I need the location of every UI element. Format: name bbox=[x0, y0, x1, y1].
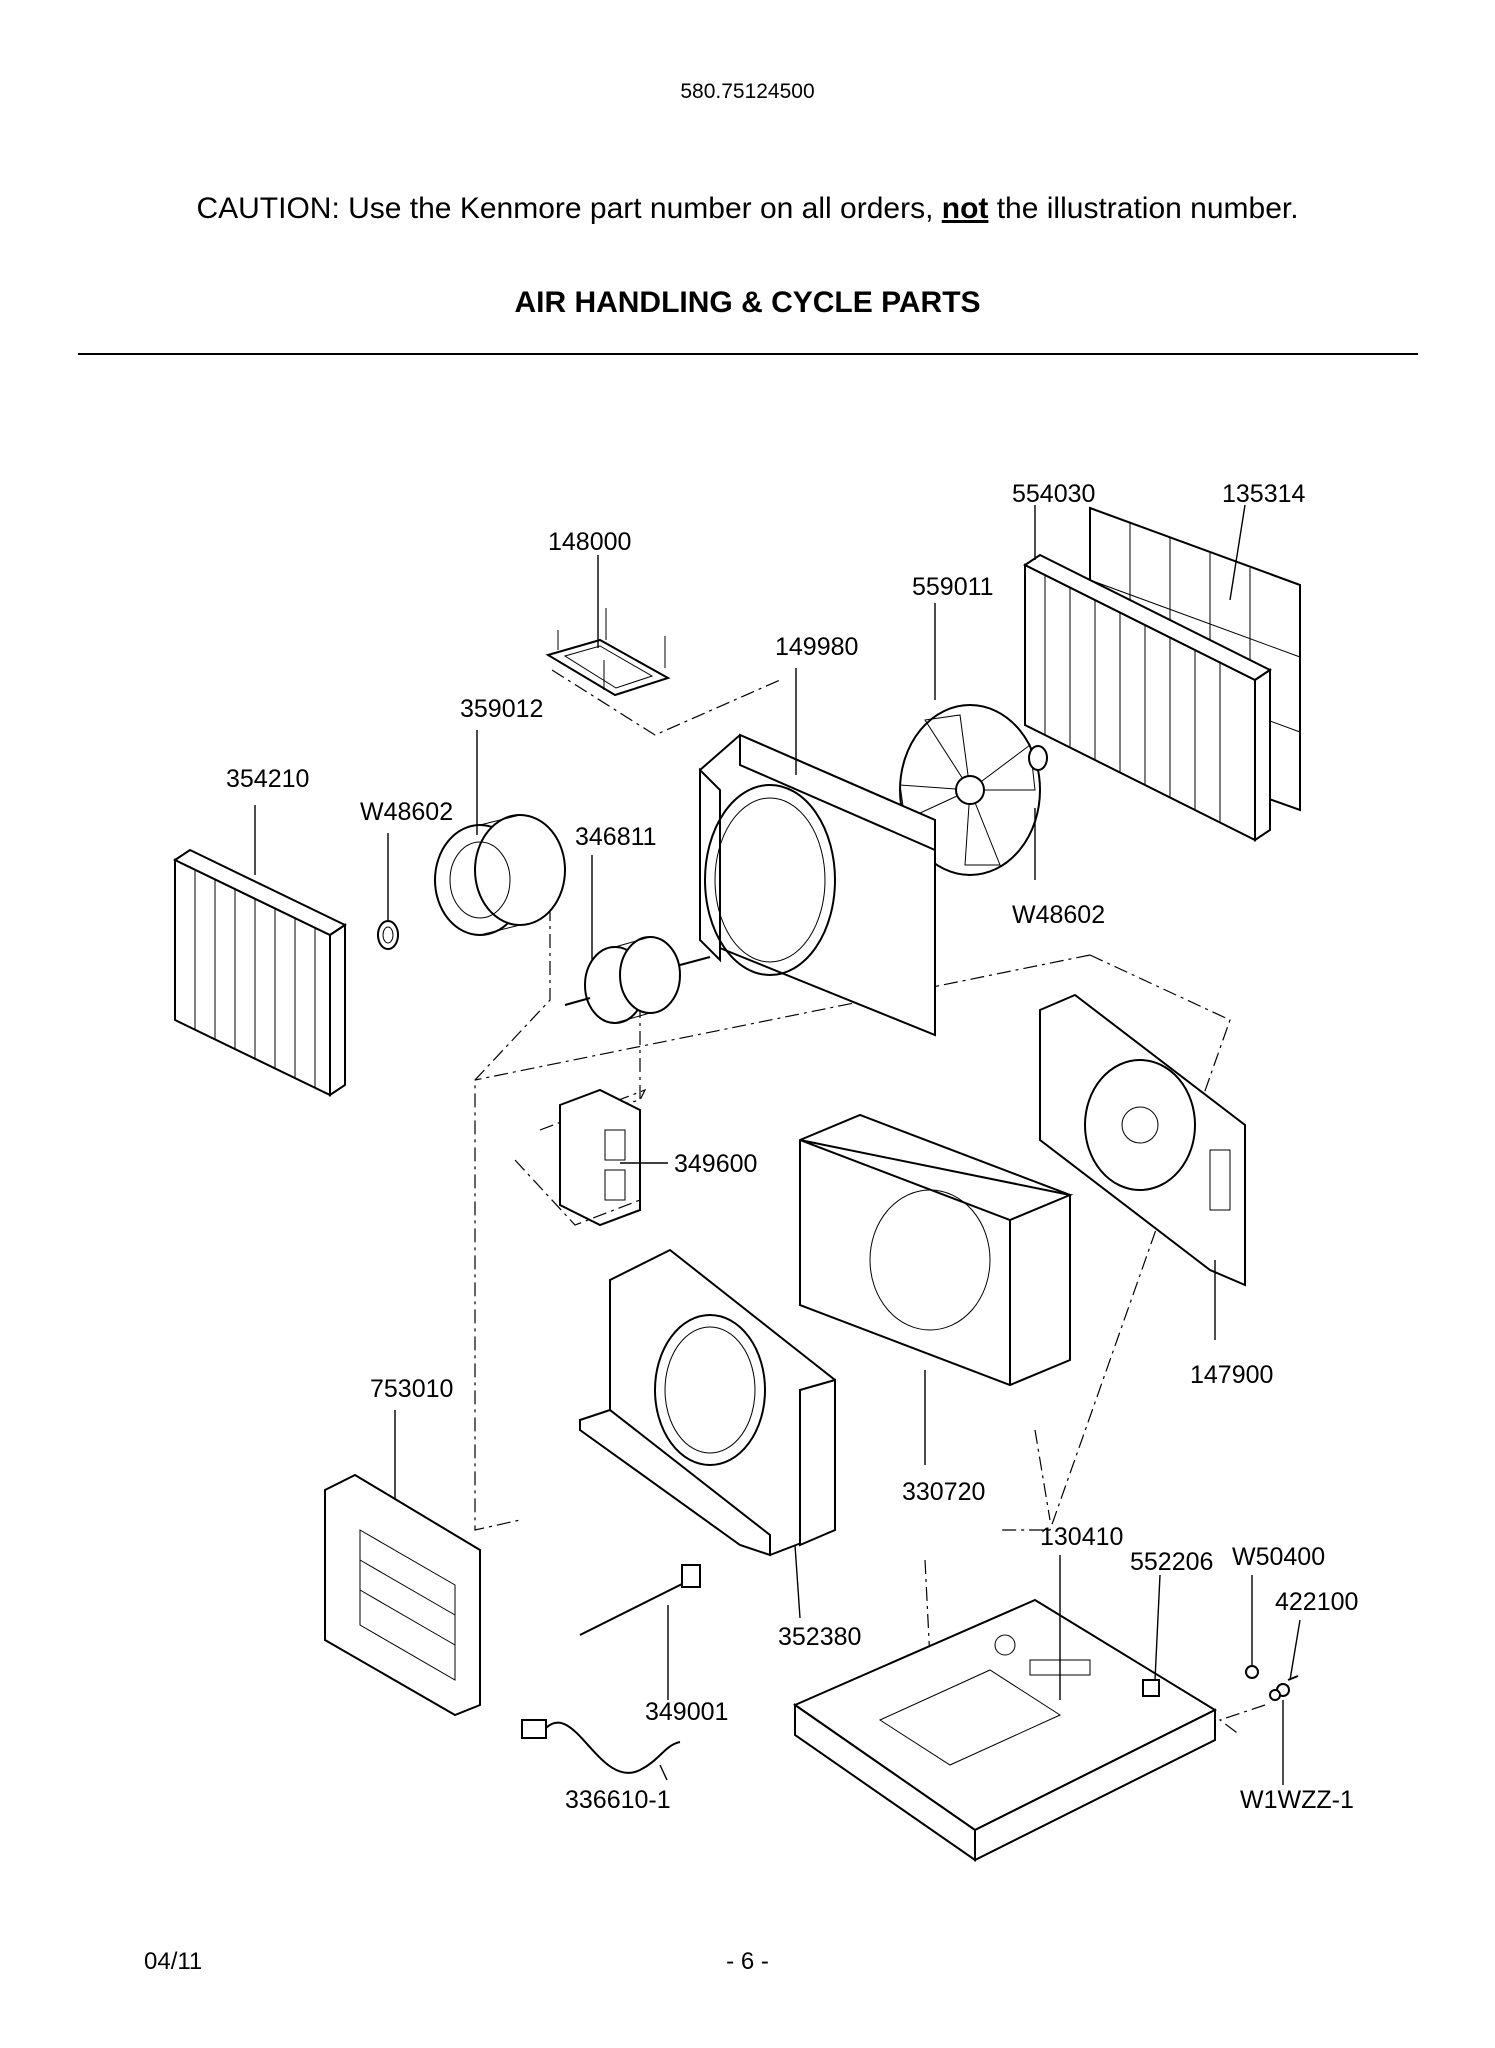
label-559011: 559011 bbox=[912, 573, 994, 601]
part-fan-shroud bbox=[699, 733, 936, 1037]
section-title: AIR HANDLING & CYCLE PARTS bbox=[514, 286, 981, 319]
part-fan-motor bbox=[564, 936, 711, 1024]
leader-lines bbox=[254, 504, 1301, 1785]
part-base-pan bbox=[792, 1598, 1218, 1862]
label-352380: 352380 bbox=[778, 1623, 861, 1651]
label-349600: 349600 bbox=[674, 1150, 757, 1178]
label-330720: 330720 bbox=[902, 1478, 985, 1506]
label-349001: 349001 bbox=[645, 1698, 728, 1726]
label-135314: 135314 bbox=[1222, 480, 1306, 508]
part-hardware bbox=[1142, 1665, 1299, 1701]
label-149980: 149980 bbox=[775, 633, 858, 661]
part-orifice-plate bbox=[1039, 993, 1246, 1287]
label-336610-1: 336610-1 bbox=[565, 1786, 671, 1814]
label-422100: 422100 bbox=[1275, 1588, 1358, 1616]
caution-suffix: the illustration number. bbox=[988, 192, 1299, 225]
part-front-frame bbox=[579, 1248, 836, 1557]
label-552206: 552206 bbox=[1130, 1548, 1213, 1576]
model-number: 580.75124500 bbox=[680, 80, 815, 103]
label-W48602-right: W48602 bbox=[1012, 901, 1105, 929]
part-evaporator-coil bbox=[172, 848, 348, 1097]
part-front-grille bbox=[324, 1473, 481, 1717]
label-354210: 354210 bbox=[226, 765, 309, 793]
part-condenser-coil bbox=[1023, 553, 1272, 842]
label-359012: 359012 bbox=[460, 695, 543, 723]
part-top-bracket bbox=[545, 608, 671, 697]
label-130410: 130410 bbox=[1040, 1523, 1123, 1551]
caution-note: CAUTION: Use the Kenmore part number on … bbox=[0, 192, 1495, 226]
label-W50400: W50400 bbox=[1232, 1543, 1325, 1571]
label-W1WZZ-1: W1WZZ-1 bbox=[1240, 1786, 1354, 1814]
title-divider bbox=[78, 353, 1418, 355]
label-W48602-left: W48602 bbox=[360, 798, 453, 826]
part-blower-wheel bbox=[434, 814, 566, 936]
part-motor-mount bbox=[514, 1088, 641, 1227]
caution-prefix: CAUTION: Use the Kenmore part number on … bbox=[196, 192, 942, 225]
label-753010: 753010 bbox=[370, 1375, 453, 1403]
part-thermistor bbox=[579, 1564, 701, 1636]
label-148000: 148000 bbox=[548, 528, 631, 556]
part-clips bbox=[377, 920, 399, 950]
part-air-scroll bbox=[799, 1113, 1074, 1387]
label-346811: 346811 bbox=[575, 823, 657, 851]
part-labels: 554030 135314 148000 559011 149980 35901… bbox=[226, 480, 1358, 1814]
part-wire-harness bbox=[521, 1719, 681, 1774]
label-554030: 554030 bbox=[1012, 480, 1095, 508]
caution-emphasis: not bbox=[941, 192, 989, 225]
footer-date: 04/11 bbox=[144, 1948, 203, 1975]
label-147900: 147900 bbox=[1190, 1361, 1273, 1389]
page-number: - 6 - bbox=[726, 1948, 769, 1975]
